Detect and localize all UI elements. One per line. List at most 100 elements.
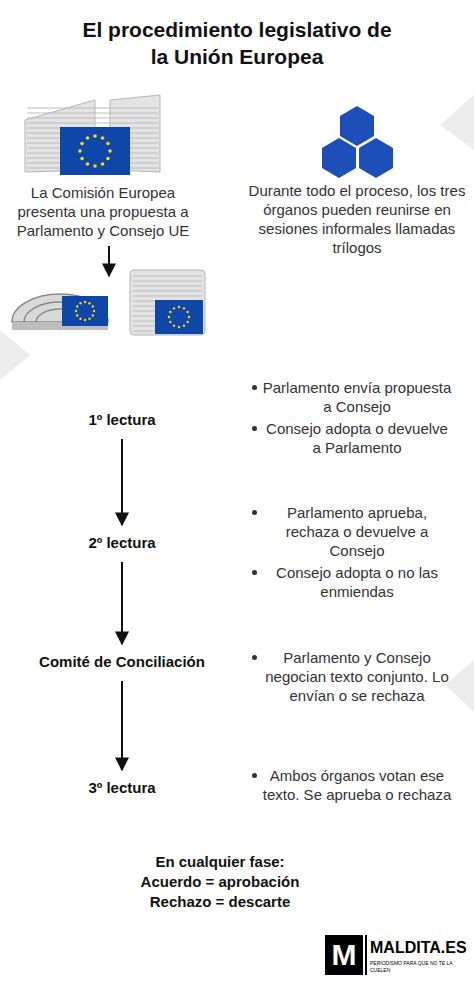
stage-node: 1º lectura bbox=[37, 410, 207, 429]
flag-star bbox=[106, 157, 110, 161]
flag-star bbox=[169, 311, 171, 313]
trilogue-hexagons bbox=[322, 106, 393, 178]
stage-name: Comité de Conciliación bbox=[37, 652, 207, 671]
flag-star bbox=[84, 301, 86, 303]
window-stripe bbox=[133, 296, 202, 297]
window-stripe bbox=[133, 281, 202, 282]
logo-box bbox=[325, 935, 363, 975]
commission-building bbox=[25, 95, 160, 175]
flag-star bbox=[79, 318, 81, 320]
stage-name: 3º lectura bbox=[37, 778, 207, 797]
proposal-arrow bbox=[108, 246, 110, 276]
flag-star bbox=[183, 307, 185, 309]
flag-star bbox=[93, 134, 97, 138]
parliament-hemicycle bbox=[12, 294, 108, 330]
flag-star bbox=[93, 164, 97, 168]
flag-star bbox=[78, 149, 82, 153]
flow-arrow bbox=[121, 439, 123, 525]
bullet-text: Parlamento envía propuesta a Consejo bbox=[262, 378, 452, 416]
summary-line: Acuerdo = aprobación bbox=[90, 872, 350, 891]
stage-node: 2º lectura bbox=[37, 533, 207, 552]
flag-star bbox=[178, 326, 180, 328]
flag-star bbox=[178, 306, 180, 308]
stage-node: Comité de Conciliación bbox=[37, 652, 207, 671]
eu-flag bbox=[62, 296, 108, 326]
stage-name: 1º lectura bbox=[37, 410, 207, 429]
window-stripe bbox=[133, 276, 202, 277]
flag-star bbox=[186, 311, 188, 313]
hexagon bbox=[322, 138, 356, 178]
flag-star bbox=[101, 162, 105, 166]
flag-star bbox=[106, 142, 110, 146]
eu-flag bbox=[60, 127, 130, 175]
window-stripe bbox=[133, 291, 202, 292]
flag-star bbox=[101, 136, 105, 140]
flag-star bbox=[173, 324, 175, 326]
bullet-text: Consejo adopta o devuelve a Parlamento bbox=[262, 419, 452, 457]
logo-name: MALDITA.ES bbox=[370, 938, 470, 958]
title: El procedimiento legislativo de la Unión… bbox=[77, 16, 397, 70]
hexagon bbox=[359, 138, 393, 178]
flag-star bbox=[86, 162, 90, 166]
flag-star bbox=[80, 142, 84, 146]
bullet-dot bbox=[252, 385, 257, 390]
flow-arrow bbox=[121, 562, 123, 644]
flag-star bbox=[79, 302, 81, 304]
flag-star bbox=[88, 318, 90, 320]
flag-star bbox=[80, 157, 84, 161]
stage-name: 2º lectura bbox=[37, 533, 207, 552]
window-stripe bbox=[27, 123, 158, 124]
summary-heading: En cualquier fase: bbox=[90, 852, 350, 871]
flag-star bbox=[93, 310, 95, 312]
summary-line: Rechazo = descarte bbox=[90, 892, 350, 911]
logo-letter: M bbox=[325, 937, 363, 973]
stage-node: 3º lectura bbox=[37, 778, 207, 797]
flag-star bbox=[92, 314, 94, 316]
flag-star bbox=[173, 307, 175, 309]
flow-arrow bbox=[121, 681, 123, 770]
bullet-dot bbox=[252, 655, 257, 660]
trilogue-text: Durante todo el proceso, los tres órgano… bbox=[245, 181, 469, 257]
flag-star bbox=[168, 316, 170, 318]
bullet-text: Parlamento aprueba, rechaza o devuelve a… bbox=[262, 503, 452, 560]
flag-star bbox=[76, 314, 78, 316]
bullet-dot bbox=[252, 510, 257, 515]
decor-triangle bbox=[0, 330, 30, 380]
window-stripe bbox=[27, 113, 158, 114]
flag-star bbox=[186, 321, 188, 323]
flag-star bbox=[76, 305, 78, 307]
decor-triangle bbox=[440, 95, 474, 150]
flag-star bbox=[108, 149, 112, 153]
flag-stars bbox=[168, 306, 190, 328]
bullet-text: Parlamento y Consejo negocian texto conj… bbox=[262, 648, 452, 705]
flag-stars bbox=[78, 134, 112, 168]
logo-divider bbox=[365, 935, 367, 975]
bullet-text: Consejo adopta o no las enmiendas bbox=[262, 563, 452, 601]
council-building bbox=[130, 270, 205, 335]
bullet-dot bbox=[252, 570, 257, 575]
flag-star bbox=[88, 302, 90, 304]
bullet-dot bbox=[252, 426, 257, 431]
window-stripe bbox=[27, 108, 158, 109]
bullet-dot bbox=[252, 773, 257, 778]
decor-triangle bbox=[445, 660, 474, 712]
flag-stars bbox=[75, 301, 95, 321]
flag-star bbox=[183, 324, 185, 326]
hexagon bbox=[340, 106, 374, 146]
flag-star bbox=[169, 321, 171, 323]
flag-star bbox=[188, 316, 190, 318]
flag-star bbox=[86, 136, 90, 140]
window-stripe bbox=[133, 286, 202, 287]
window-stripe bbox=[27, 118, 158, 119]
bullet-text: Ambos órganos votan ese texto. Se aprueb… bbox=[262, 766, 452, 804]
flag-star bbox=[75, 310, 77, 312]
flag-star bbox=[84, 319, 86, 321]
building-body bbox=[130, 270, 205, 335]
logo-tagline: PERIODISMO PARA QUE NO TE LA CUELEN bbox=[370, 960, 470, 974]
commission-text: La Comisión Europea presenta una propues… bbox=[12, 183, 194, 240]
eu-flag bbox=[155, 300, 203, 334]
flag-star bbox=[92, 305, 94, 307]
